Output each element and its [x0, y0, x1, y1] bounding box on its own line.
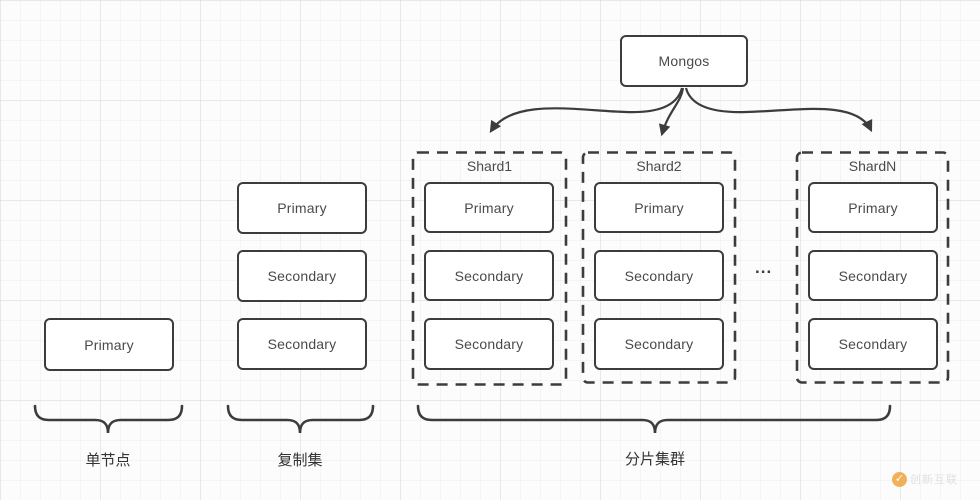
label-single-node: 单节点	[85, 452, 131, 469]
shard1-primary-box: Primary	[424, 182, 554, 233]
replica-primary-box: Primary	[237, 182, 367, 234]
shard2-dashed-border	[581, 151, 737, 384]
shard1-secondary-box-1: Secondary	[424, 250, 554, 301]
shard1-title: Shard1	[466, 158, 513, 174]
shardN-primary-box: Primary	[808, 182, 938, 233]
arrow-mongos-to-shard2	[659, 87, 685, 137]
single-node-primary-box: Primary	[44, 318, 174, 371]
arrow-mongos-to-shard1	[489, 87, 684, 133]
shard2-secondary-box-2: Secondary	[594, 318, 724, 370]
shardN-dashed-border	[795, 151, 950, 384]
brace-single-node	[33, 404, 184, 434]
replica-secondary-box-2: Secondary	[237, 318, 367, 370]
shardN-title: ShardN	[848, 158, 897, 174]
shards-ellipsis: ...	[755, 258, 773, 277]
shard2-group: Shard2 Primary Secondary Secondary	[583, 152, 735, 383]
shard2-primary-box: Primary	[594, 182, 724, 233]
label-sharded-cluster: 分片集群	[624, 451, 685, 468]
shardN-secondary-box-2: Secondary	[808, 318, 938, 370]
replica-secondary-box-1: Secondary	[237, 250, 367, 302]
shard1-secondary-box-2: Secondary	[424, 318, 554, 370]
label-replica-set: 复制集	[277, 452, 323, 469]
mongos-box: Mongos	[620, 35, 748, 87]
arrow-mongos-to-shardN	[684, 87, 873, 133]
brace-sharded-cluster	[416, 404, 892, 434]
shardN-group: ShardN Primary Secondary Secondary	[797, 152, 948, 383]
watermark-text: 创新互联	[910, 474, 958, 486]
brace-replica-set	[226, 404, 375, 434]
check-circle-icon: ✓	[892, 471, 907, 487]
shard2-title: Shard2	[636, 158, 682, 174]
shardN-secondary-box-1: Secondary	[808, 250, 938, 301]
shard2-secondary-box-1: Secondary	[594, 250, 724, 301]
shard1-group: Shard1 Primary Secondary Secondary	[413, 152, 566, 385]
watermark: ✓ 创新互联	[892, 471, 958, 487]
